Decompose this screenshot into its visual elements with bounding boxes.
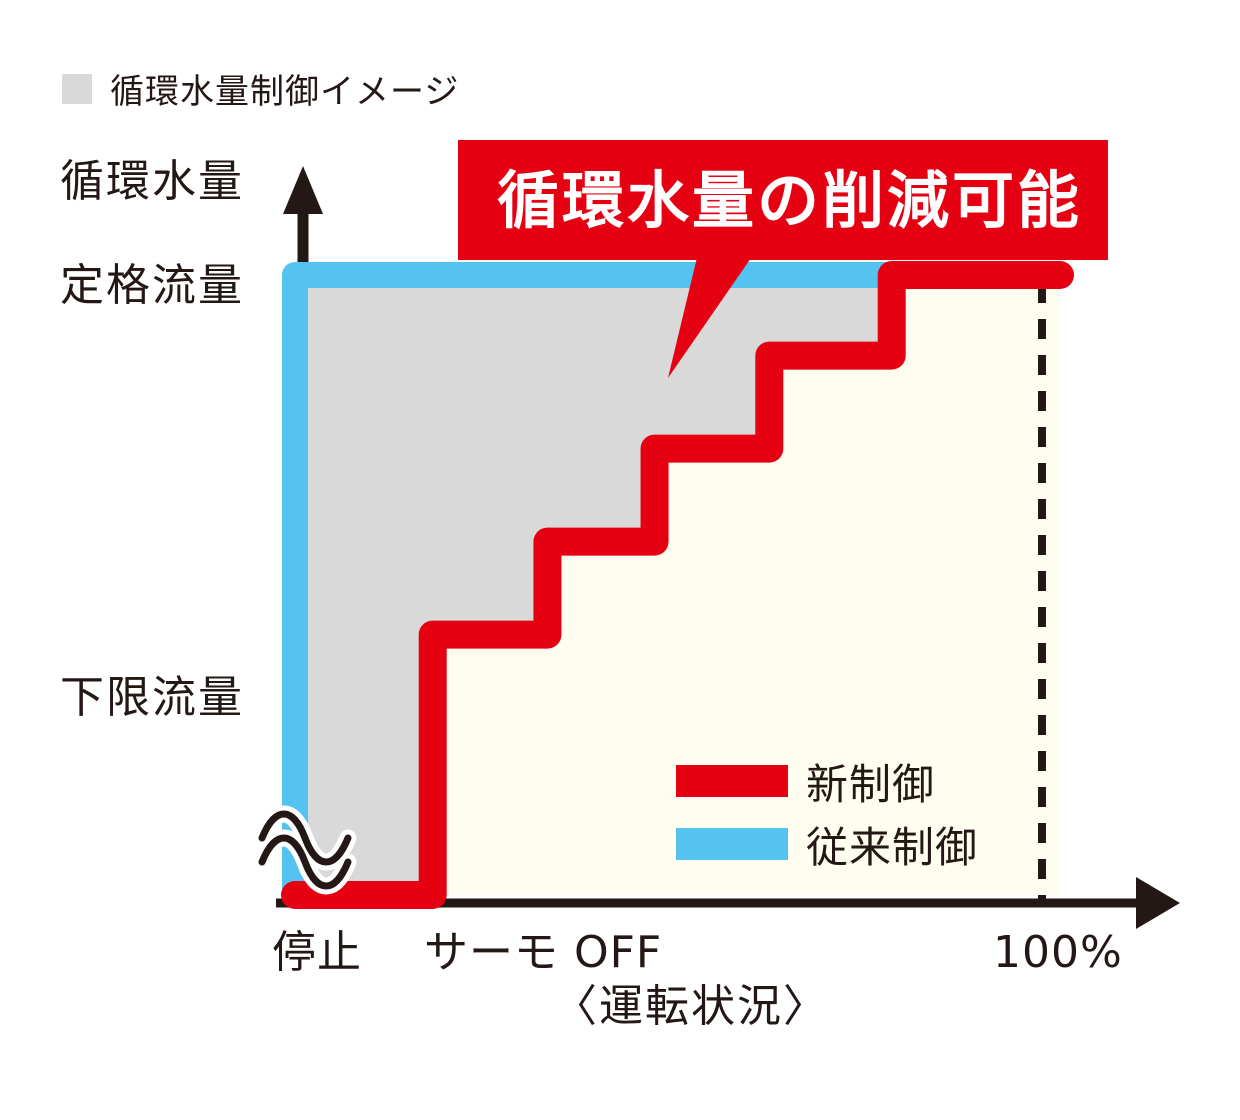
y-axis-title: 循環水量 <box>60 156 244 207</box>
shaded-savings-region <box>295 275 1060 895</box>
y-axis-tick-lower-limit: 下限流量 <box>60 672 244 723</box>
series-line-new <box>281 261 1074 909</box>
shaded-region-swatch <box>62 74 92 104</box>
x-axis-tick-100pct: 100% <box>993 927 1123 978</box>
x-axis-tick-thermo-off: サーモ OFF <box>424 927 662 978</box>
x-axis-tick-stop: 停止 <box>272 927 362 978</box>
series-line-conventional <box>282 262 1073 908</box>
callout-tail <box>668 245 760 378</box>
legend-label-conventional: 従来制御 <box>806 823 978 872</box>
x-axis-title: 〈運転状況〉 <box>553 981 829 1032</box>
legend-label-new: 新制御 <box>806 760 935 809</box>
callout-banner: 循環水量の削減可能 <box>458 140 1108 378</box>
y-axis <box>283 166 323 262</box>
callout-box <box>458 140 1108 260</box>
shaded-region-label: 循環水量制御イメージ <box>110 72 459 112</box>
series-legend: 新制御 従来制御 <box>676 760 978 872</box>
callout-label: 循環水量の削減可能 <box>497 164 1082 237</box>
legend-swatch-conventional <box>676 828 788 860</box>
y-axis-arrowhead <box>283 166 323 214</box>
y-axis-tick-rated: 定格流量 <box>60 260 244 311</box>
legend-swatch-new <box>676 765 788 797</box>
axis-break-wave-icon <box>253 805 357 895</box>
x-axis-arrowhead <box>1136 877 1180 929</box>
